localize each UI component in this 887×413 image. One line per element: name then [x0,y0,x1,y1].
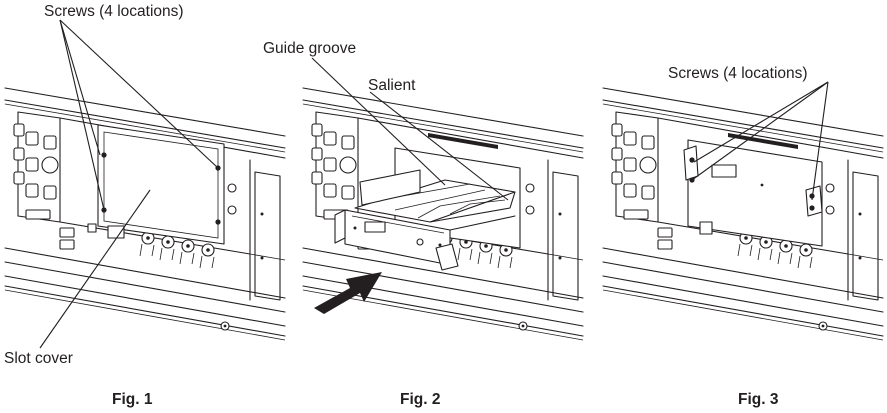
label-screws-fig1: Screws (4 locations) [44,3,184,20]
figure-2: Guide groove Salient Fig. 2 [263,40,584,408]
figure-1: Screws (4 locations) Slot cover Fig. 1 [4,3,286,408]
caption-fig2: Fig. 2 [400,391,440,408]
screw-3a [689,157,695,163]
caption-fig3: Fig. 3 [738,391,779,408]
screw-1a [101,152,107,158]
label-guide-groove: Guide groove [263,40,356,57]
caption-fig1: Fig. 1 [112,391,153,408]
insertion-arrow [314,272,382,314]
figure-3: Screws (4 locations) Fig. 3 [602,65,884,408]
slot-cover [97,124,225,245]
handle-left [683,145,699,181]
screw-3d [809,205,815,211]
label-slot-cover: Slot cover [4,350,73,367]
label-screws-fig3: Screws (4 locations) [668,65,808,82]
handle-right [805,185,823,217]
function-board [334,169,516,271]
screw-1d [215,219,221,225]
label-salient: Salient [368,77,416,94]
